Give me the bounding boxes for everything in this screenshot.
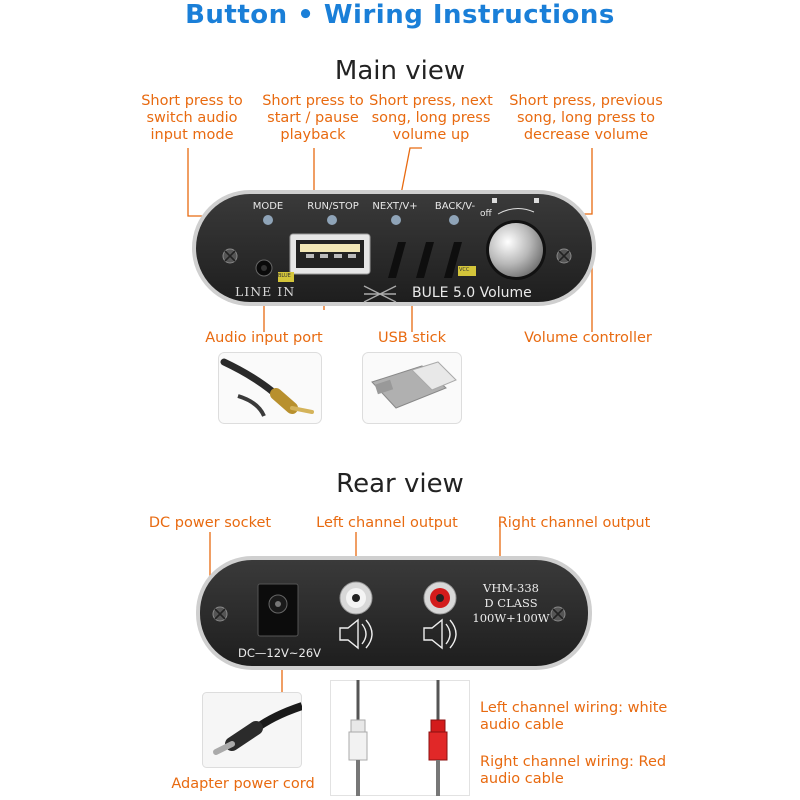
back-led: [449, 215, 459, 225]
back-callout: Short press, previous song, long press t…: [509, 93, 663, 143]
usb-stick-image: [362, 352, 462, 424]
dc-voltage-label: DC—12V~26V: [238, 646, 322, 660]
main-view-heading: Main view: [334, 56, 466, 86]
left-speaker-icon: [339, 618, 373, 650]
line-in-label: LINE IN: [235, 284, 296, 299]
mode-button-label: MODE: [252, 201, 284, 212]
adapter-cord-image: [202, 692, 302, 768]
rear-panel: [196, 556, 592, 670]
rear-screw-left: [212, 606, 228, 622]
run-stop-button-label: RUN/STOP: [307, 201, 359, 212]
right-speaker-icon: [423, 618, 457, 650]
dc-socket-callout: DC power socket: [148, 515, 272, 531]
usb-callout: USB stick: [377, 330, 446, 346]
volume-callout: Volume controller: [524, 330, 652, 346]
model-label: VHM-338: [483, 581, 539, 595]
audio-cable-image: [218, 352, 322, 424]
right-wiring-callout: Right channel wiring: Red audio cable: [480, 754, 667, 787]
mode-callout: Short press to switch audio input mode: [141, 93, 243, 143]
adapter-callout: Adapter power cord: [171, 776, 315, 792]
run-stop-led: [327, 215, 337, 225]
vcc-tag: VCC: [459, 267, 470, 273]
right-out-callout: Right channel output: [497, 515, 651, 531]
left-wiring-callout: Left channel wiring: white audio cable: [480, 700, 668, 733]
blue-tag: BLUE: [278, 273, 291, 279]
rear-screw-right: [550, 606, 566, 622]
volume-knob[interactable]: [489, 223, 543, 277]
next-button-label: NEXT/V+: [372, 201, 418, 212]
next-callout: Short press, next song, long press volum…: [369, 93, 493, 143]
back-button-label: BACK/V-: [434, 201, 476, 212]
page-title: Button • Wiring Instructions: [185, 0, 615, 30]
run-stop-callout: Short press to start / pause playback: [262, 93, 364, 143]
mode-led: [263, 215, 273, 225]
screw-left: [222, 248, 238, 264]
left-out-callout: Left channel output: [316, 515, 458, 531]
main-panel: [192, 190, 596, 306]
bluetooth-logo: [363, 285, 397, 303]
off-label: off: [480, 209, 492, 219]
class-label: D CLASS: [484, 596, 538, 610]
brand-label: BULE 5.0 Volume: [412, 285, 532, 301]
rear-view-heading: Rear view: [336, 469, 464, 499]
rca-cable-image: [330, 680, 470, 796]
power-label: 100W+100W: [472, 611, 550, 625]
next-led: [391, 215, 401, 225]
audio-input-callout: Audio input port: [205, 330, 323, 346]
screw-right: [556, 248, 572, 264]
